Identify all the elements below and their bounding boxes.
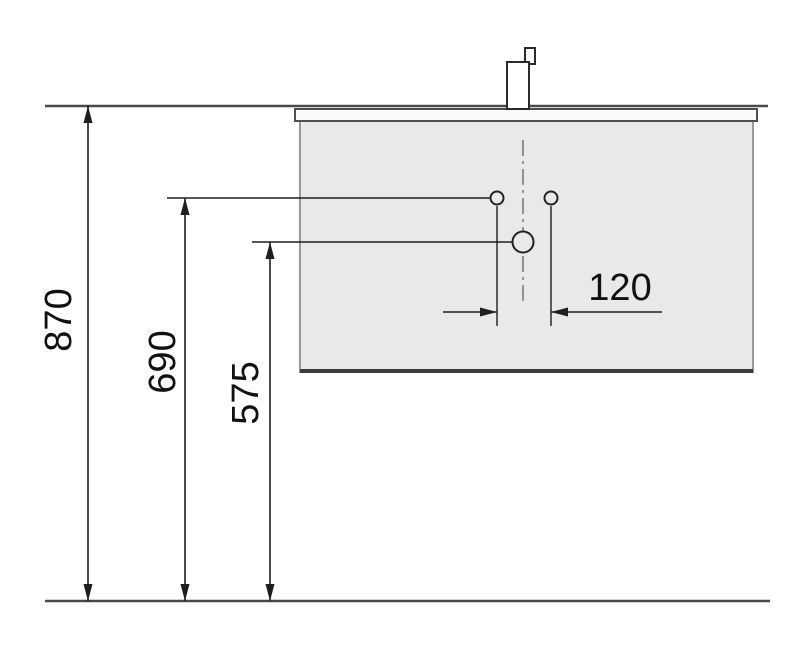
dimension-120: 120 [443,206,662,326]
faucet [506,47,536,110]
arrow-down-icon [265,584,275,601]
arrow-left-icon [551,307,568,317]
dimension-870: 870 [38,106,93,601]
reference-lines [45,104,770,603]
mounting-hole-left [489,190,505,206]
arrow-up-icon [83,106,93,123]
dimension-575: 575 [225,242,275,601]
dimension-label-120: 120 [588,267,651,309]
dimension-label-575: 575 [225,361,267,424]
cabinet-countertop [294,108,758,122]
mounting-hole-right [543,190,559,206]
dimension-label-870: 870 [38,288,80,351]
leader-lines [167,197,513,243]
arrow-right-icon [480,307,497,317]
dimension-label-690: 690 [142,330,184,393]
center-hole [511,230,535,254]
arrow-up-icon [265,242,275,259]
faucet-body [506,61,530,110]
mounting-holes [489,190,559,254]
arrow-down-icon [180,584,190,601]
arrow-up-icon [180,198,190,215]
dimension-690: 690 [142,198,190,601]
arrow-down-icon [83,584,93,601]
